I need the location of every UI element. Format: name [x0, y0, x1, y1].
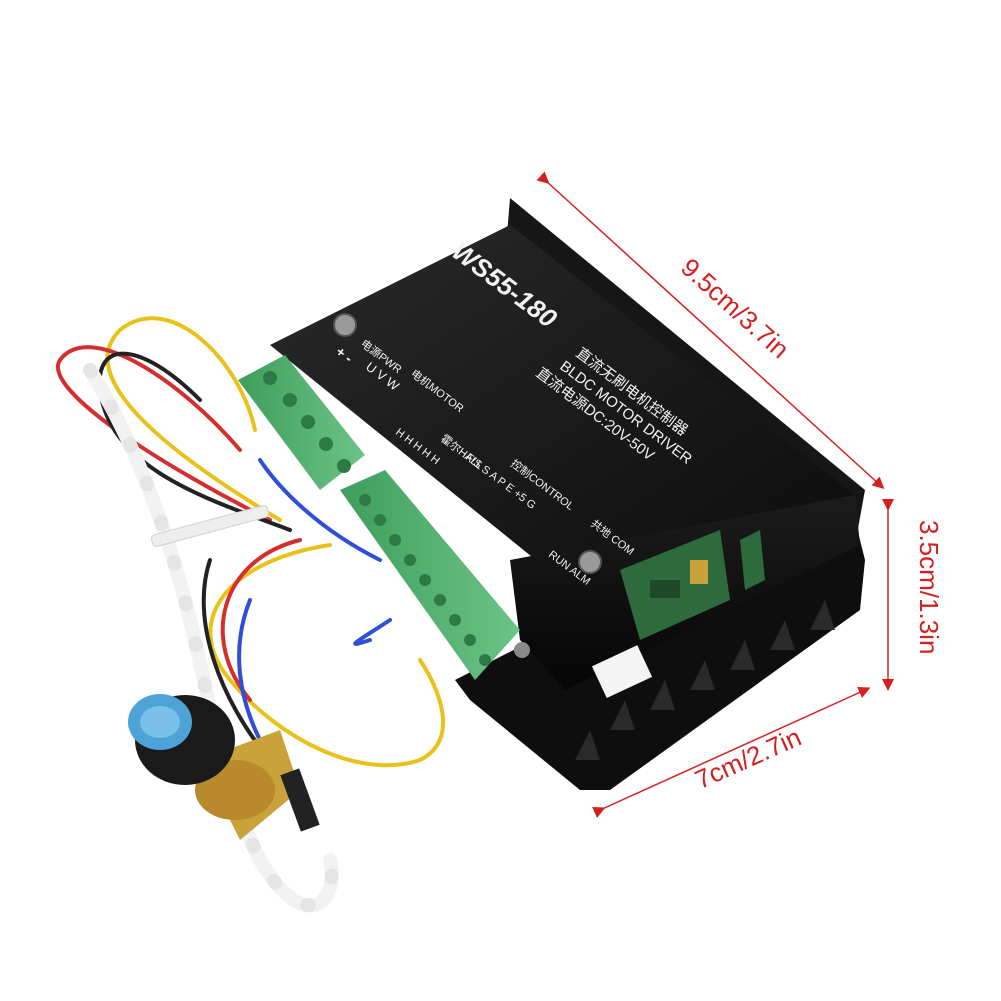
- qc-sticker: [591, 645, 653, 699]
- screw-bottom-icon: [578, 550, 602, 574]
- power-motor-terminal: [238, 355, 365, 490]
- dimension-length-label: 9.5cm/3.7in: [675, 252, 795, 364]
- dimension-width-label: 7cm/2.7in: [690, 722, 805, 795]
- control-terminal: [340, 470, 520, 680]
- dimension-length-line: [536, 171, 885, 490]
- screw-top-icon: [333, 313, 357, 337]
- pcb-window: [620, 530, 765, 640]
- cable-tie: [150, 505, 270, 547]
- potentiometer-knob: [128, 694, 320, 840]
- dimension-height-label: 3.5cm/1.3in: [914, 520, 944, 654]
- dimension-width-line: [592, 687, 871, 818]
- screw-front-icon: [514, 642, 530, 658]
